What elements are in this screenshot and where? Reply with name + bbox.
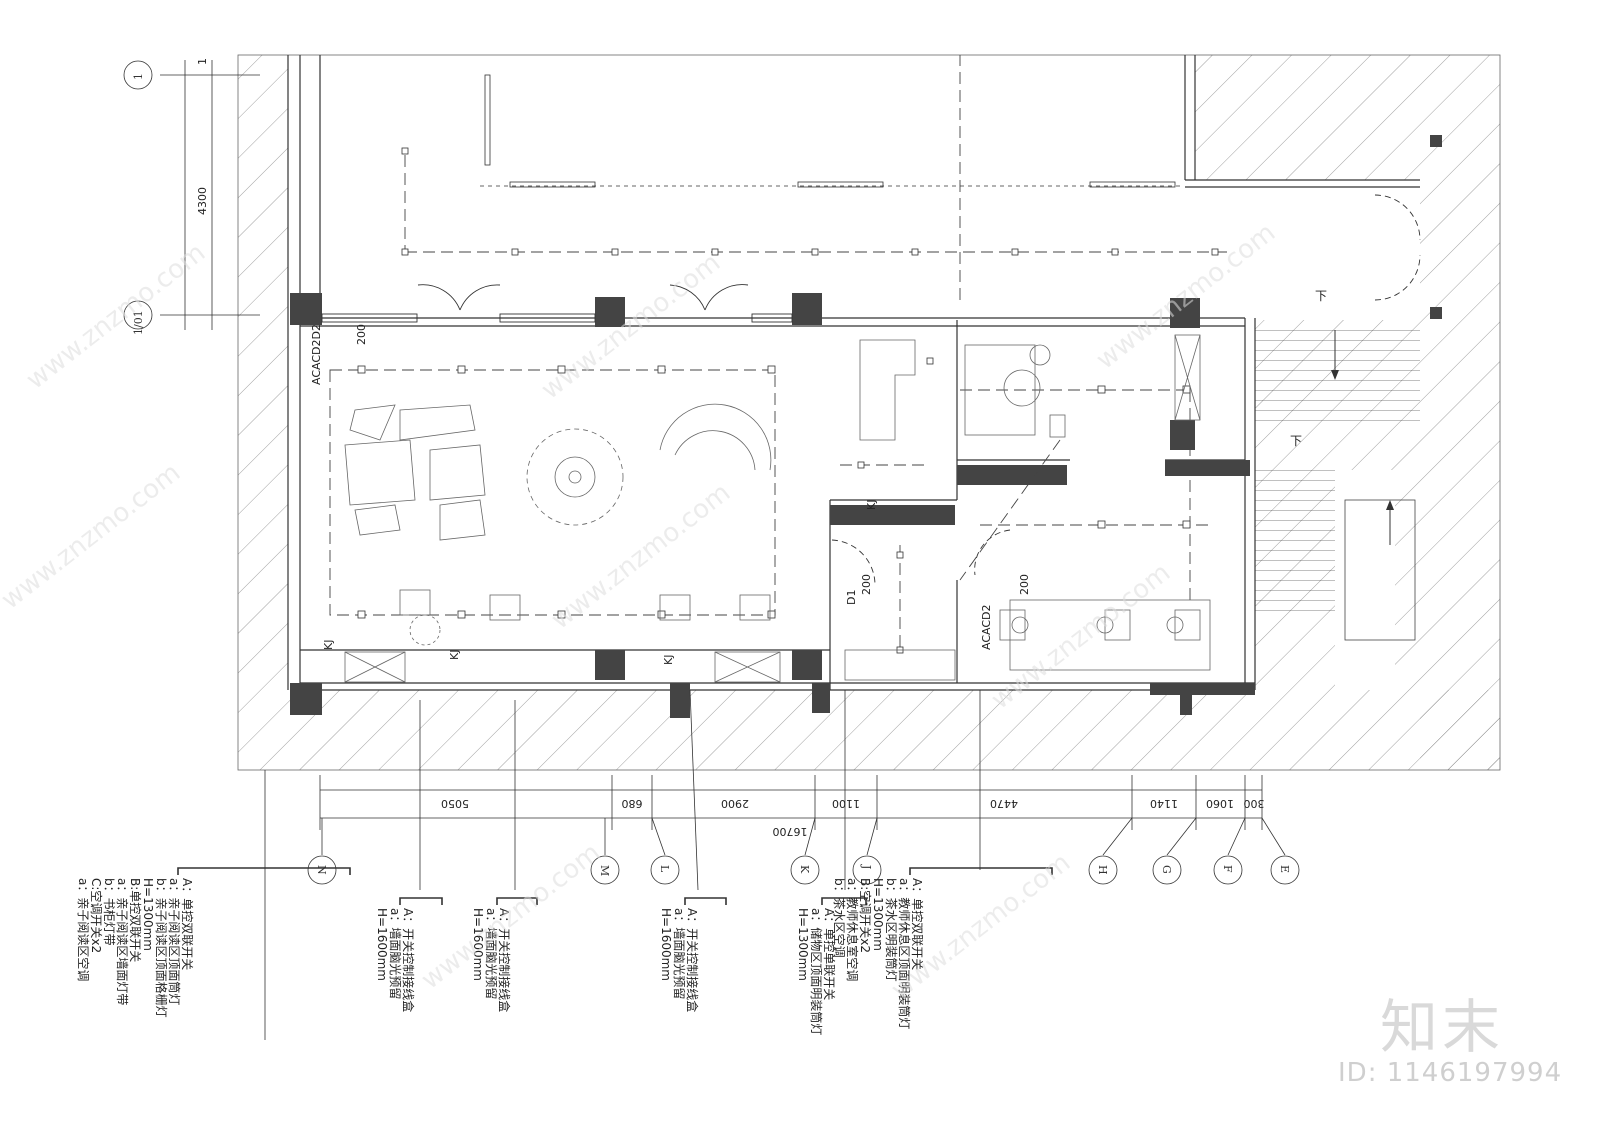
note-2-line-1: a：墙面脑光预留 — [388, 908, 402, 999]
axis-g: G — [1160, 865, 1173, 874]
axis-j: J — [860, 864, 873, 869]
grid-axes — [307, 817, 1300, 885]
note-1-line-3: H=1300mm — [141, 878, 155, 951]
dim-300: 300 — [1244, 797, 1265, 810]
note-6-line-6: b：茶水区空调 — [832, 878, 847, 958]
tag-200-a: 200 — [355, 324, 368, 345]
note-3-line-0: A：开关控制接线盒 — [497, 908, 512, 1012]
furniture — [344, 334, 1211, 683]
dim-1100: 1100 — [832, 797, 860, 810]
note-6-line-1: a：教师休息区顶面明装筒灯 — [897, 878, 912, 1029]
tag-kj-1: KJ — [322, 640, 335, 650]
watermark-1: www.znzmo.com — [21, 238, 211, 396]
tag-200-c: 200 — [1018, 574, 1031, 595]
note-1-line-5: a：亲子阅读区墙面灯带 — [115, 878, 129, 1005]
axis-f: F — [1221, 865, 1234, 873]
side-dimension-top: 1 — [196, 58, 209, 65]
staircase: 下 下 — [1255, 289, 1420, 641]
note-4-line-1: a：墙面脑光预留 — [672, 908, 686, 999]
note-5-line-2: H=1300mm — [796, 908, 810, 981]
note-1-line-0: A：单控双联开关 — [180, 878, 194, 970]
note-6-line-4: B:空调开关x2 — [858, 878, 872, 953]
note-2-line-0: A：开关控制接线盒 — [401, 908, 416, 1012]
note-6-line-3: H=1300mm — [871, 878, 885, 951]
dim-2900: 2900 — [721, 797, 749, 810]
left-axis — [123, 60, 260, 330]
dim-total: 16700 — [773, 825, 808, 838]
stair-label-2: 下 — [1290, 434, 1302, 448]
room-tags: ACACD2D2 ACACD2 200 200 200 KJ KJ KJ KJ … — [310, 324, 1031, 665]
axis-m: M — [598, 865, 611, 876]
note-1-line-8: a：亲子阅读区空调 — [76, 878, 90, 981]
light-circuits — [329, 55, 1230, 650]
note-1-line-1: a：亲子阅读区顶面筒灯 — [167, 878, 182, 1005]
axis-row-1: 1 — [132, 73, 145, 80]
watermark-4: www.znzmo.com — [0, 458, 186, 616]
tag-acacd2d2: ACACD2D2 — [310, 324, 323, 385]
stair-label-1: 下 — [1315, 289, 1327, 303]
axis-row-1-01: 1/01 — [132, 310, 145, 335]
note-5-line-1: a：储物区顶面明装筒灯 — [809, 908, 824, 1035]
note-6-line-0: A：单控双联开关 — [910, 878, 924, 970]
tag-kj-2: KJ — [448, 650, 461, 660]
note-1-line-6: b：书柜灯带 — [102, 878, 116, 946]
note-4-line-0: A：开关控制接线盒 — [685, 908, 700, 1012]
dim-680: 680 — [622, 797, 643, 810]
axis-e: E — [1278, 865, 1291, 873]
tag-kj-3: KJ — [662, 655, 675, 665]
dim-5050: 5050 — [441, 797, 469, 810]
annotation-notes: A：单控双联开关a：亲子阅读区顶面筒灯b：亲子阅读区顶面格栅灯H=1300mmB… — [76, 878, 924, 1035]
grid-axis-labels: N M L K J H G F E — [315, 864, 1291, 876]
note-6-line-2: b：茶水区明装筒灯 — [884, 878, 899, 982]
note-1-line-7: C:空调开关x2 — [89, 878, 103, 953]
note-5-line-0: A：单控单联开关 — [822, 908, 836, 1000]
dim-4470: 4470 — [990, 797, 1018, 810]
watermark-3: www.znzmo.com — [1091, 218, 1281, 376]
linear-lights — [480, 74, 1180, 188]
light-fixtures — [357, 147, 1219, 654]
note-1-line-4: B:单控双联开关 — [128, 878, 142, 962]
note-3-line-2: H=1600mm — [471, 908, 485, 981]
tag-d1: D1 — [845, 590, 858, 605]
note-4-line-2: H=1600mm — [659, 908, 673, 981]
dimension-labels: 5050 680 2900 1100 4470 1140 1060 300 16… — [441, 797, 1265, 838]
dim-1140: 1140 — [1150, 797, 1178, 810]
partitions — [321, 194, 1421, 586]
axis-h: H — [1096, 865, 1109, 875]
dim-1060: 1060 — [1206, 797, 1234, 810]
dimension-chain — [319, 775, 1263, 830]
walls — [287, 55, 1420, 691]
tag-acacd2: ACACD2 — [980, 605, 993, 651]
leader-lines — [177, 689, 1053, 1040]
note-2-line-2: H=1600mm — [375, 908, 389, 981]
note-1-line-2: b：亲子阅读区顶面格栅灯 — [154, 878, 169, 1018]
columns — [290, 135, 1442, 718]
axis-n: N — [315, 865, 328, 875]
side-dimension: 4300 — [196, 187, 209, 215]
note-6-line-5: a：教师休息室空调 — [845, 878, 860, 981]
note-3-line-1: a：墙面脑光预留 — [484, 908, 498, 999]
axis-k: K — [798, 865, 811, 874]
image-id: ID: 1146197994 — [1338, 1058, 1563, 1088]
watermark-5: www.znzmo.com — [546, 478, 736, 636]
tag-kj-4: KJ — [865, 500, 878, 510]
tag-200-b: 200 — [860, 574, 873, 595]
brand-logo-text: 知末 — [1380, 993, 1505, 1061]
axis-l: L — [658, 865, 671, 873]
